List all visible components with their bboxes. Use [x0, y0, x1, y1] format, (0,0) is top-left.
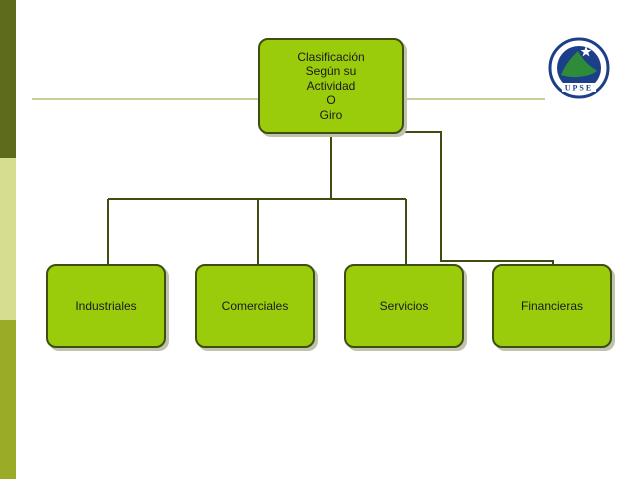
node-servicios: Servicios [344, 264, 464, 348]
node-label: Industriales [75, 299, 137, 313]
root-line-3: Actividad [306, 78, 356, 93]
root-line-5: Giro [319, 107, 343, 122]
root-node: Clasificación Según su Actividad O Giro [258, 38, 404, 134]
node-comerciales: Comerciales [195, 264, 315, 348]
logo-lettering: UPSE [565, 84, 593, 93]
root-line-4: O [326, 93, 336, 108]
node-industriales: Industriales [46, 264, 166, 348]
header-rule-right [405, 98, 545, 100]
header-rule-left [32, 98, 260, 100]
root-line-2: Según su [305, 64, 357, 79]
node-label: Comerciales [221, 299, 289, 313]
connector-financieras [404, 131, 554, 264]
sidebar-stripe-mid [0, 320, 16, 479]
root-line-1: Clasificación [297, 49, 365, 64]
university-logo: UPSE [548, 37, 610, 99]
node-label: Financieras [520, 299, 584, 313]
node-label: Servicios [379, 299, 429, 313]
node-financieras: Financieras [492, 264, 612, 348]
sidebar-stripe-dark [0, 0, 16, 158]
sidebar-stripe-light [0, 158, 16, 320]
